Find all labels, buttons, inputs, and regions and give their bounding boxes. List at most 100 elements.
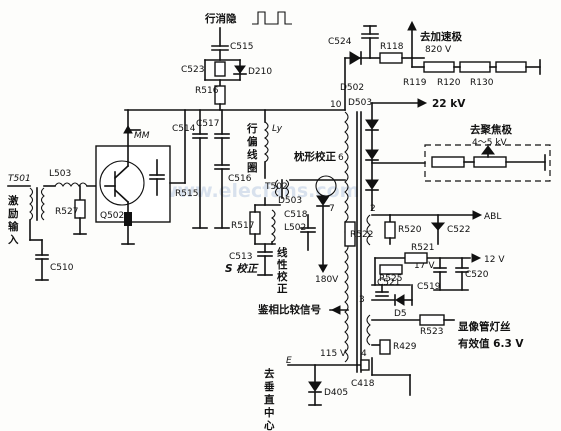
label-heater: 显像管灯丝 [458,320,511,333]
label-E: E [286,356,292,366]
part-r516: R516 [195,86,219,96]
label-ly: Ly [272,124,283,134]
arrow-left-icon [330,305,341,315]
watermark: www.elecfans.com [160,180,359,202]
arrow-up-icon [407,20,417,31]
resistor-r520 [384,221,396,239]
resistor-r523 [419,314,445,326]
node-4: 4 [361,349,367,359]
part-c513: C513 [229,252,252,262]
part-r520: R520 [398,225,422,235]
label-17v: 17 V [414,261,435,271]
diode-hv1 [365,119,379,130]
diode-d210 [234,65,246,74]
part-r523: R523 [420,327,443,337]
resistor-focus2 [473,156,507,168]
arrow-right-icon [471,253,482,263]
part-d5: D5 [394,309,407,319]
diode-d5 [395,294,405,306]
part-d503: D503 [348,98,372,108]
part-r120: R120 [437,78,461,88]
diode-hv2 [365,149,379,160]
part-c517: C517 [196,119,219,129]
part-r522: R522 [350,230,373,240]
t501-secondary [40,187,45,221]
part-r521: R521 [411,243,434,253]
label-mm: MM [134,131,150,141]
label-lin-corr: 线性校正 [277,246,288,295]
label-focus-v: 4～5 kV [472,138,508,148]
diode-d502 [349,51,361,65]
resistor-r522 [344,221,356,247]
diode-d405 [308,381,322,392]
q502-collector [113,164,130,180]
part-r118: R118 [380,42,404,52]
diode-hv3 [365,179,379,190]
arrow-down-icon [318,264,328,274]
part-c514: C514 [172,124,196,134]
inductor-l502 [271,209,276,243]
node-10: 10 [330,100,342,110]
arrow-right-icon [472,210,483,220]
part-r429: R429 [393,342,417,352]
label-pin-corr: 枕形校正 [294,150,336,163]
part-t502: T502 [264,182,288,192]
label-h-blanking: 行消隐 [204,12,237,25]
part-l502: L502 [284,223,306,233]
cap-c522 [430,222,446,231]
part-c524: C524 [328,37,352,47]
node-6: 6 [338,153,344,163]
resistor-r429 [379,339,391,355]
part-r119: R119 [403,78,427,88]
arrow-up-icon [123,124,133,134]
resistor-r118 [379,52,403,64]
part-c510: C510 [50,263,74,273]
cap-c523-body [214,61,226,77]
label-h-yoke: 行偏线圈 [246,122,258,174]
part-c418: C418 [351,379,375,389]
label-22kv: 22 kV [432,98,466,110]
resistor-r130 [495,61,527,73]
heater-winding [366,314,371,346]
resistor-r525 [379,264,403,275]
part-r517: R517 [231,221,254,231]
t501-primary [29,187,34,221]
part-c515: C515 [230,42,253,52]
part-d210: D210 [248,67,272,77]
label-accel-to: 去加速极 [420,30,462,43]
label-180v: 180V [315,275,339,285]
resistor-r119 [423,61,455,73]
part-r130: R130 [470,78,494,88]
cap-c418-body [360,359,370,371]
node-3: 3 [359,295,365,305]
pulse-waveform [252,11,292,25]
resistor-r521 [404,252,428,264]
part-l503: L503 [49,169,71,179]
label-excite: 激励输入 [8,194,19,246]
part-d405: D405 [324,388,348,398]
part-c519: C519 [417,282,441,292]
part-c521: C521 [377,278,400,288]
yoke-coil [264,121,269,163]
label-vertical: 去垂直中心 [264,367,275,431]
part-t501: T501 [8,174,31,184]
arrow-right-icon [417,98,428,108]
q502-emitter [113,188,130,204]
part-c520: C520 [465,270,489,280]
fbt-secondary-winding [366,214,371,246]
part-c518: C518 [284,210,308,220]
part-r515: R515 [175,189,198,199]
resistor-focus1 [431,156,465,168]
label-phase-compare: 鉴相比较信号 [257,303,321,316]
q502-ferrite [124,212,132,226]
part-c523: C523 [181,65,204,75]
label-12v: 12 V [484,255,505,265]
inductor-l503 [54,182,88,187]
label-abl: ABL [484,212,501,222]
part-q502: Q502 [100,211,124,221]
label-s-corr: S 校正 [225,262,259,275]
part-r527: R527 [55,207,78,217]
part-d502: D502 [340,83,364,93]
